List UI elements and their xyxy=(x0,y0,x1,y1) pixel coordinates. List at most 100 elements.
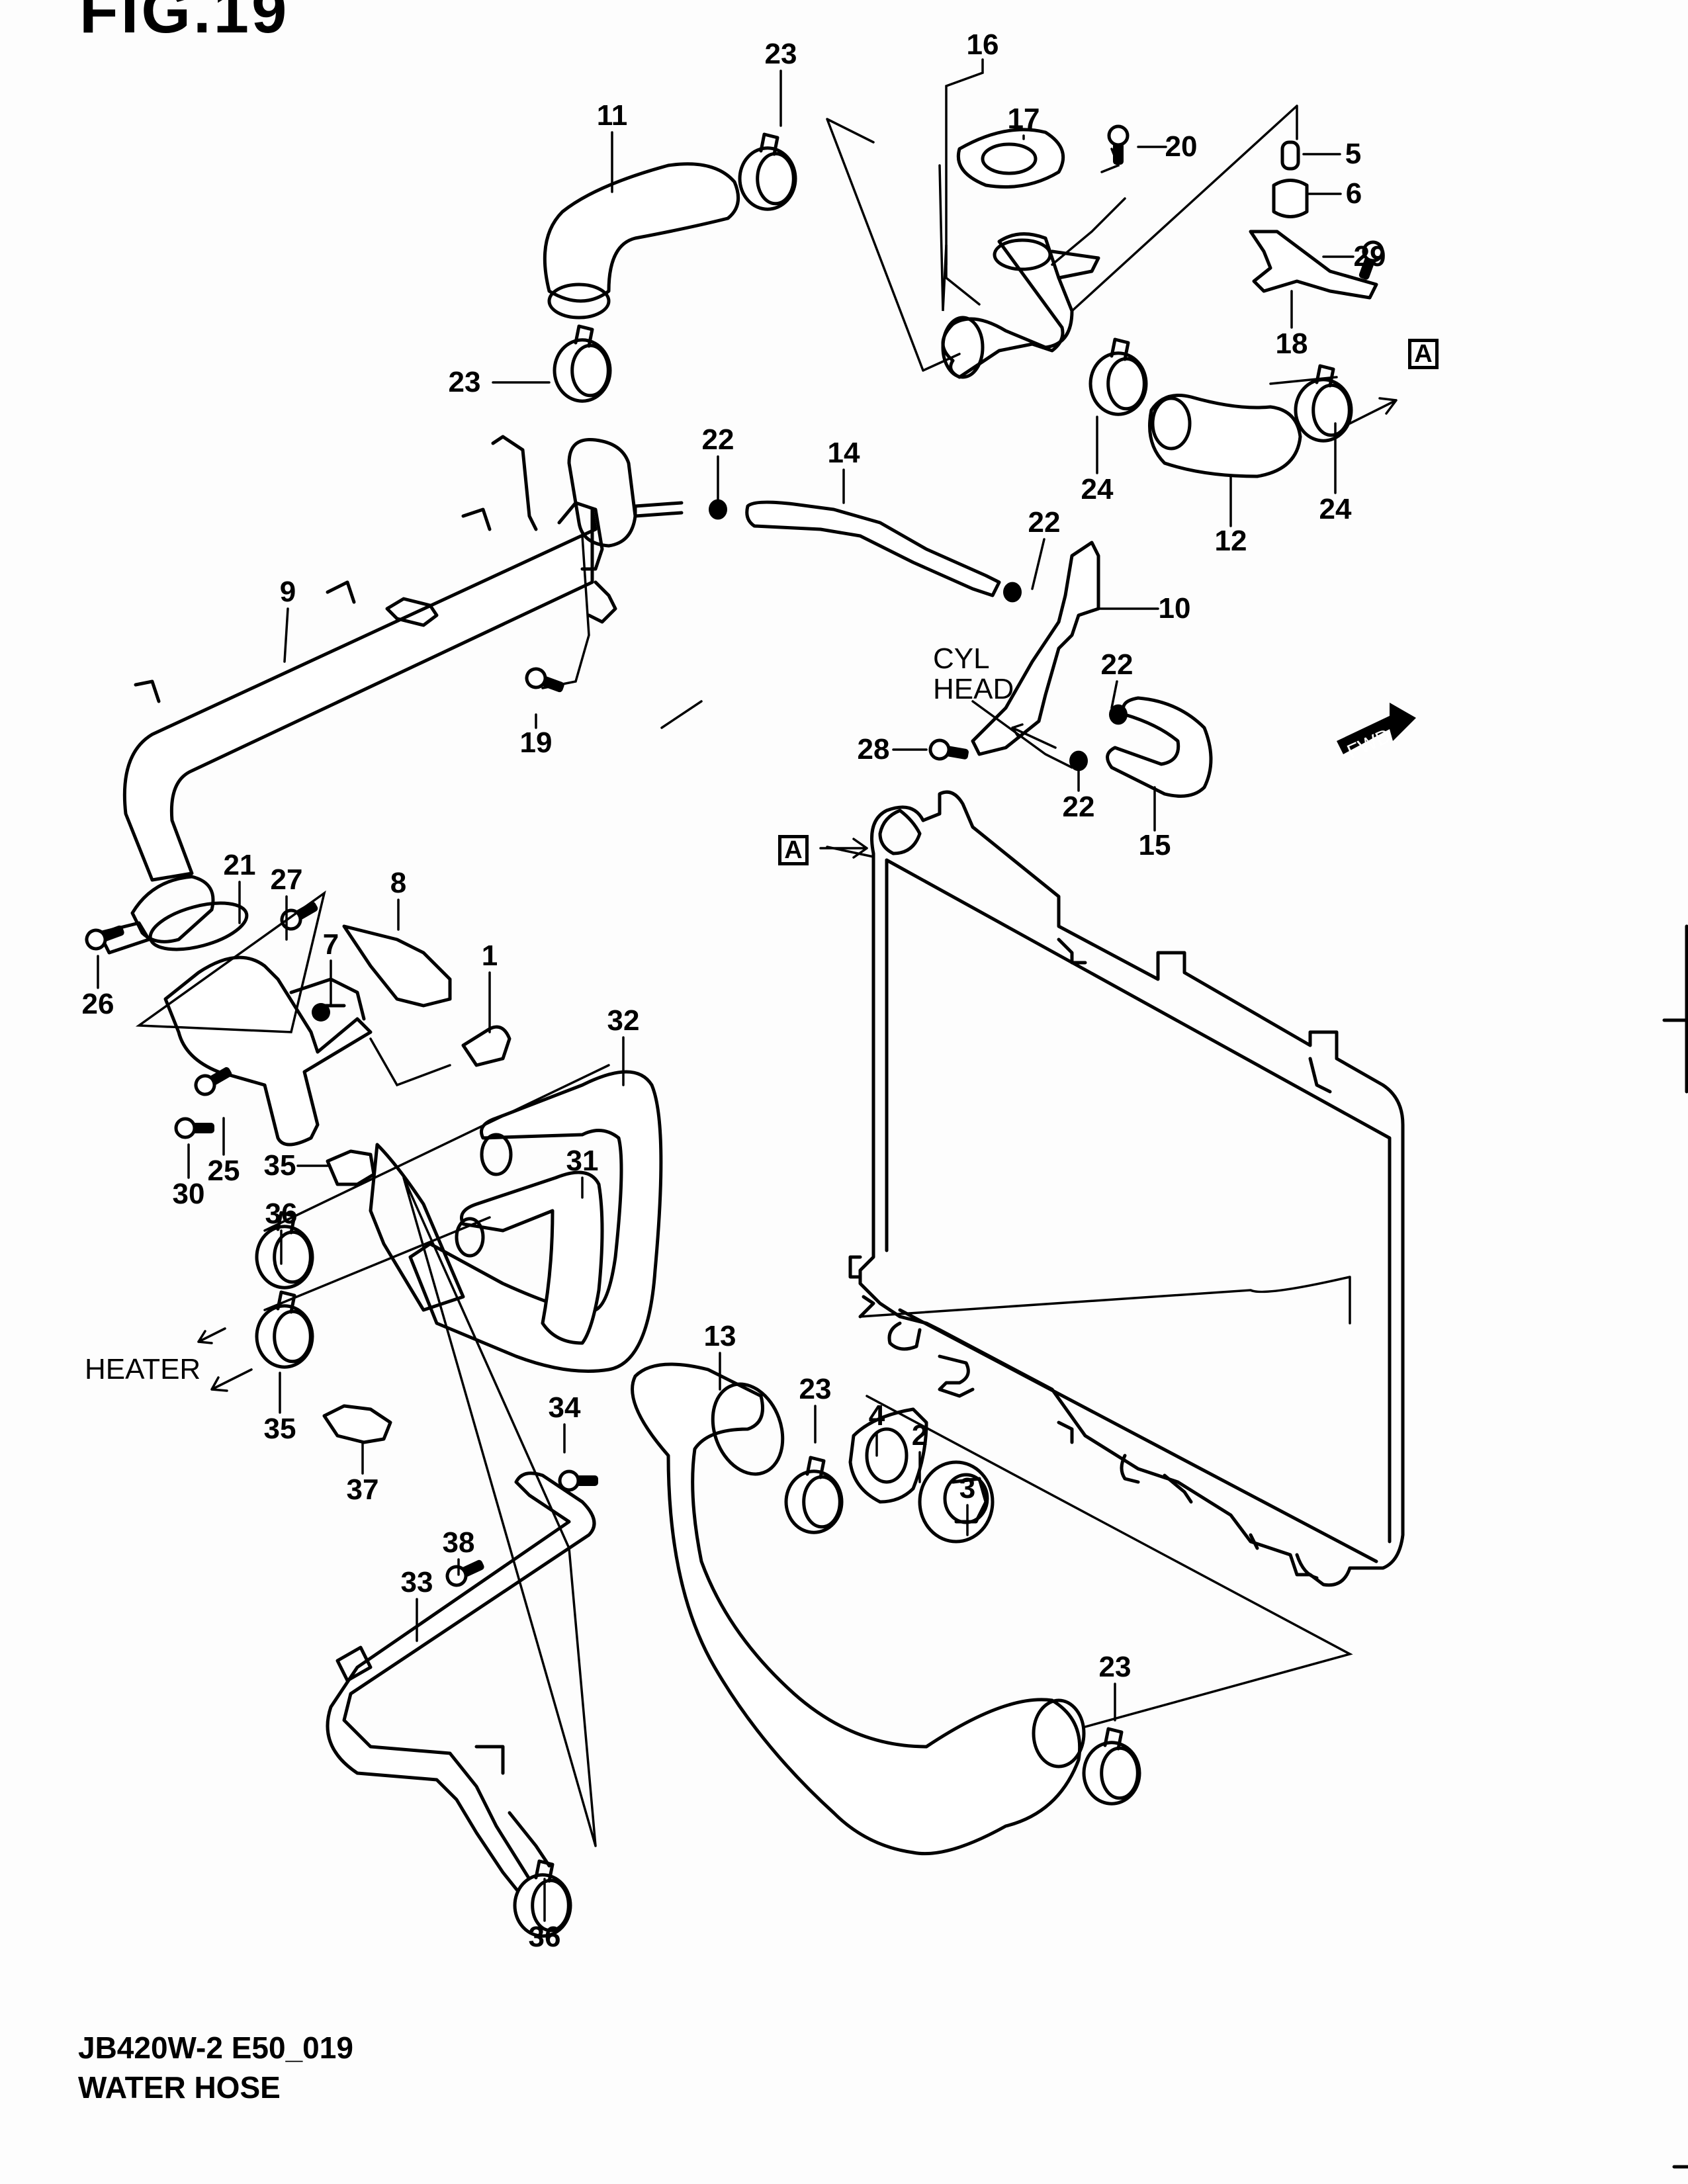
bolt-icon xyxy=(1107,124,1130,165)
callout-6: 6 xyxy=(1345,177,1362,210)
callout-22: 22 xyxy=(1028,506,1061,539)
callout-19: 19 xyxy=(519,726,553,759)
callout-9: 9 xyxy=(279,576,296,608)
hose-clamp xyxy=(1294,364,1353,443)
figure-code: JB420W-2 E50_019 xyxy=(78,2031,353,2065)
small-clamp xyxy=(1109,704,1128,725)
callout-16: 16 xyxy=(966,28,999,61)
radiator-cap-17 xyxy=(956,128,1065,189)
radiator xyxy=(848,790,1405,1587)
heater-pipe-33 xyxy=(326,1471,596,1907)
ref-a-arrow-icon-2 xyxy=(819,838,868,859)
thermostat-cap-2 xyxy=(848,1407,928,1504)
callout-3: 3 xyxy=(959,1472,976,1505)
callout-36: 36 xyxy=(528,1921,561,1953)
leader-line-9 xyxy=(283,607,289,663)
thermostat-3 xyxy=(918,1460,995,1544)
bolt-icon xyxy=(558,1469,598,1492)
heater-arrow-icon-2 xyxy=(210,1368,253,1392)
lower-radiator-hose-13 xyxy=(631,1362,1086,1856)
ref-a-box-2: A xyxy=(778,835,809,865)
reservoir-bracket-18 xyxy=(1249,230,1378,300)
bolts xyxy=(85,124,1384,1587)
callout-37: 37 xyxy=(346,1473,379,1506)
callout-8: 8 xyxy=(390,867,407,899)
callout-35: 35 xyxy=(263,1149,296,1182)
hose-clamp xyxy=(255,1211,314,1289)
cushion-6 xyxy=(1272,179,1309,218)
callout-15: 15 xyxy=(1138,829,1171,861)
callout-35: 35 xyxy=(263,1413,296,1445)
heater-hose-32 xyxy=(408,1070,663,1373)
ref-a-arrow-icon xyxy=(1349,397,1398,425)
small-clamp xyxy=(709,499,727,520)
outlet-assembly-16 xyxy=(941,232,1100,379)
hose-clamp xyxy=(553,324,612,403)
callout-33: 33 xyxy=(400,1566,433,1598)
inlet-hose-11 xyxy=(543,162,740,320)
sensor-1 xyxy=(461,1025,511,1067)
callout-27: 27 xyxy=(270,863,303,896)
callout-25: 25 xyxy=(207,1155,240,1187)
ref-a-label-2: A xyxy=(784,836,803,864)
callout-32: 32 xyxy=(607,1004,640,1037)
bracket-10 xyxy=(971,541,1100,756)
bolt-icon xyxy=(445,1559,484,1587)
callout-22: 22 xyxy=(701,423,734,456)
callout-31: 31 xyxy=(566,1145,599,1177)
callout-11: 11 xyxy=(596,99,628,132)
callout-26: 26 xyxy=(81,988,114,1020)
callout-17: 17 xyxy=(1007,103,1040,135)
callout-23: 23 xyxy=(764,38,797,70)
callout-22: 22 xyxy=(1100,648,1133,681)
figure-title: FIG.19 xyxy=(79,0,290,46)
crop-marks xyxy=(1662,924,1688,2169)
callout-21: 21 xyxy=(223,849,256,881)
ref-a-box: A xyxy=(1408,339,1439,369)
cyl-head-label-line1: CYL xyxy=(933,642,990,675)
hose-clamp xyxy=(784,1456,844,1534)
small-clamp xyxy=(1003,582,1022,603)
o-ring-21 xyxy=(148,901,249,951)
heater-hose-31 xyxy=(455,1170,604,1345)
clip-35 xyxy=(326,1149,376,1186)
callout-24: 24 xyxy=(1319,493,1352,525)
callout-36: 36 xyxy=(265,1198,298,1230)
callout-22: 22 xyxy=(1062,791,1095,823)
cyl-head-arrow-icon xyxy=(1011,723,1057,749)
ref-a-label: A xyxy=(1414,339,1433,368)
callout-14: 14 xyxy=(827,437,860,469)
callout-23: 23 xyxy=(448,366,481,398)
callout-18: 18 xyxy=(1275,328,1308,360)
bolt-icon xyxy=(280,901,318,931)
bolt-icon xyxy=(1358,240,1384,280)
hose-15 xyxy=(1106,696,1213,798)
fwd-arrow-icon xyxy=(1337,703,1416,754)
cap-5 xyxy=(1280,140,1300,171)
leader-line-22 xyxy=(1031,538,1045,590)
water-pipe-9 xyxy=(97,435,637,955)
callout-30: 30 xyxy=(172,1178,205,1210)
clip-37 xyxy=(322,1404,392,1444)
callout-1: 1 xyxy=(481,939,498,972)
bolt-icon xyxy=(928,738,969,761)
bolt-icon xyxy=(525,667,564,693)
bypass-pipe-14 xyxy=(633,500,1001,597)
hose-clamp xyxy=(255,1290,314,1369)
callout-24: 24 xyxy=(1081,473,1114,505)
callout-10: 10 xyxy=(1158,592,1191,625)
callout-7: 7 xyxy=(322,928,339,961)
callout-leaders xyxy=(97,58,1355,1922)
clamps xyxy=(255,132,1353,1938)
hose-clamp xyxy=(738,132,797,211)
heater-arrow-icon xyxy=(197,1327,226,1344)
callout-23: 23 xyxy=(799,1373,832,1405)
leader-line-16 xyxy=(945,58,984,306)
callout-13: 13 xyxy=(703,1320,736,1352)
bolt-icon xyxy=(194,1067,232,1096)
callout-28: 28 xyxy=(857,733,890,765)
leader-line-22 xyxy=(1110,680,1118,709)
callout-34: 34 xyxy=(548,1391,581,1424)
heater-label: HEATER xyxy=(85,1353,201,1385)
